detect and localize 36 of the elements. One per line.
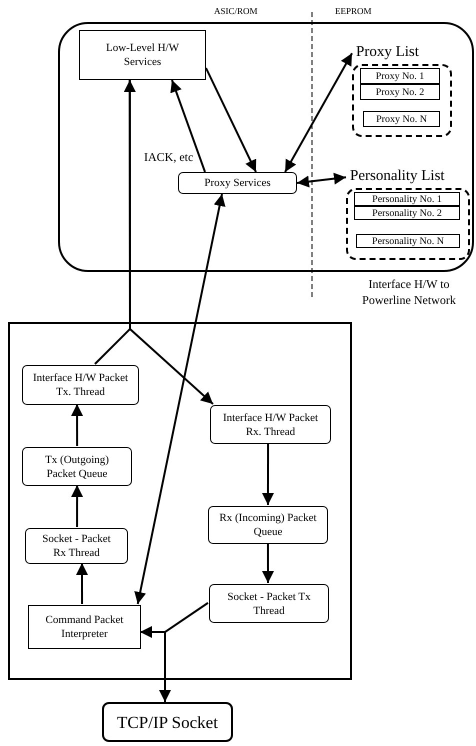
process-box: TCP/IP Socket [102,702,233,742]
process-box: Interface H/W Packet Rx. Thread [210,405,331,444]
process-box: Socket - Packet Tx Thread [209,584,329,623]
region-caption: Interface H/W to Powerline Network [361,276,457,308]
arrow [262,443,274,505]
process-box: Interface H/W Packet Tx. Thread [22,365,139,405]
process-box: Command Packet Interpreter [28,605,141,649]
list-entry: Proxy No. 1 [360,68,440,84]
arrow [284,52,353,172]
list-entry: Personality No. 1 [354,192,460,206]
list-entry: Personality No. 2 [354,206,460,220]
arrow [71,404,84,446]
list-heading: Personality List [350,168,445,184]
list-entry: Personality No. N [356,234,460,248]
process-box: Low-Level H/W Services [79,30,206,80]
edge-label: IACK, etc [143,151,194,164]
arrow [94,80,136,365]
arrow [205,68,257,172]
arrow [76,563,88,604]
container-box [8,322,352,680]
arrow [262,543,274,583]
list-entry: Proxy No. 2 [360,84,440,100]
arrow [128,80,214,405]
process-box: Tx (Outgoing) Packet Queue [22,447,132,486]
process-box: Socket - Packet Rx Thread [25,528,128,564]
region-label: EEPROM [333,6,374,16]
process-box: Proxy Services [178,172,297,194]
process-box: Rx (Incoming) Packet Queue [208,506,328,544]
arrow [296,172,346,188]
arrow [71,485,84,527]
region-label: ASIC/ROM [212,6,260,16]
arrow [159,602,209,702]
arrow [170,80,206,172]
list-heading: Proxy List [356,44,419,60]
arrow [134,194,226,604]
list-entry: Proxy No. N [363,111,440,127]
